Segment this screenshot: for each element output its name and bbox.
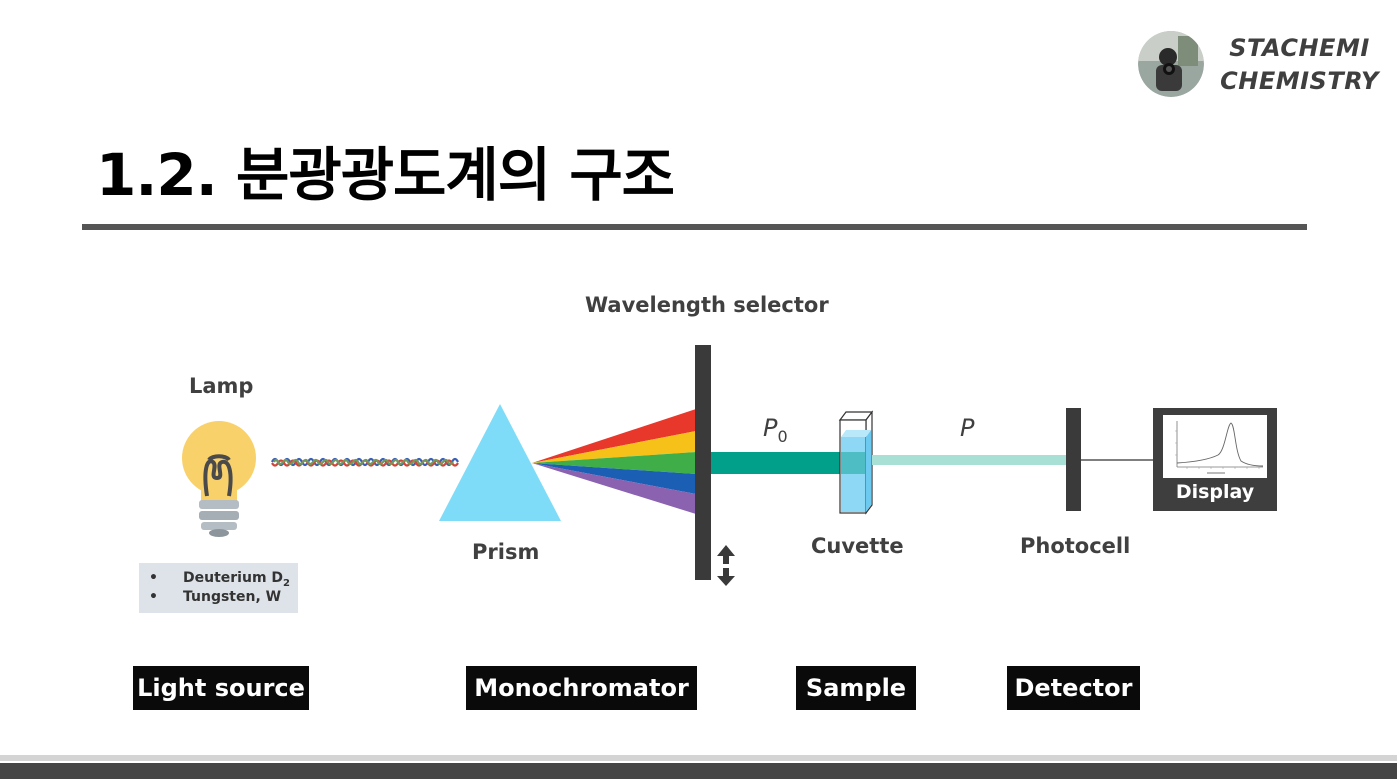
display-label: Display — [1153, 481, 1277, 503]
white-light-beam — [272, 459, 458, 466]
lamp-type-item: •Tungsten, W — [149, 589, 281, 605]
cuvette-shape — [840, 412, 872, 513]
spectrum-graph-icon — [1163, 415, 1267, 478]
p-label: P — [960, 414, 974, 442]
stage-tag-detector: Detector — [1007, 666, 1140, 710]
dispersed-spectrum — [532, 409, 696, 514]
beam-p — [872, 455, 1067, 465]
display-unit: Display — [1153, 408, 1277, 511]
footer-bar — [0, 763, 1397, 779]
lamp-label: Lamp — [189, 374, 253, 398]
stage-tag-monochromator: Monochromator — [466, 666, 697, 710]
stage-tag-sample: Sample — [796, 666, 916, 710]
beam-p0 — [711, 452, 842, 474]
photocell-label: Photocell — [1020, 534, 1130, 558]
lamp-type-item: •Deuterium D2 — [149, 570, 290, 589]
wavelength-selector-label: Wavelength selector — [585, 293, 829, 317]
prism-label: Prism — [472, 540, 539, 564]
p0-label: P0 — [763, 414, 788, 446]
p0-base: P — [763, 414, 777, 442]
cuvette-label: Cuvette — [811, 534, 904, 558]
photocell-shape — [1066, 408, 1081, 511]
lamp-types-box: •Deuterium D2 •Tungsten, W — [139, 563, 298, 613]
footer-divider — [0, 755, 1397, 761]
up-down-arrow-icon — [717, 545, 735, 586]
stage-tag-light-source: Light source — [133, 666, 309, 710]
light-bulb-icon — [182, 421, 256, 537]
p0-subscript: 0 — [777, 427, 787, 446]
wavelength-selector-slit — [695, 345, 711, 580]
